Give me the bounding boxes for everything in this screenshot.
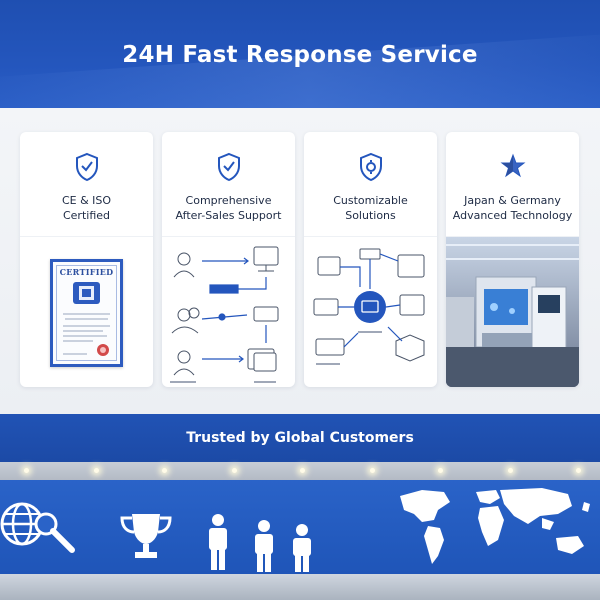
card-title-line2: Certified: [62, 209, 111, 222]
floor: [0, 574, 600, 600]
people-icon: [209, 514, 311, 572]
card-advanced-tech: Japan & Germany Advanced Technology: [446, 132, 579, 387]
bottom-wall: [0, 480, 600, 574]
shield-check-icon: [217, 152, 240, 182]
certificate-heading: CERTIFIED: [59, 267, 114, 277]
shield-gear-icon: [359, 152, 382, 182]
card-title-line1: Japan & Germany: [464, 194, 561, 207]
banner-title: 24H Fast Response Service: [122, 42, 478, 68]
globe-search-icon: [0, 502, 75, 553]
card-title-line1: Comprehensive: [185, 194, 272, 207]
card-title-line2: Solutions: [345, 209, 396, 222]
features-section: CE & ISO Certified CERTIFIED: [0, 108, 600, 414]
card-after-sales: Comprehensive After-Sales Support: [162, 132, 295, 387]
certificate-image: CERTIFIED: [50, 259, 123, 367]
certificate-body-graphic: [63, 282, 110, 356]
ceiling-light-strip: [0, 462, 600, 480]
card-title-line2: After-Sales Support: [175, 209, 282, 222]
trust-title: Trusted by Global Customers: [186, 430, 414, 446]
card-ce-iso: CE & ISO Certified CERTIFIED: [20, 132, 153, 387]
card-title-line2: Advanced Technology: [452, 209, 573, 222]
trust-band: Trusted by Global Customers: [0, 414, 600, 462]
card-customizable: Customizable Solutions: [304, 132, 437, 387]
factory-machine-photo: [446, 237, 579, 387]
trophy-icon: [120, 514, 172, 558]
customization-diagram: [313, 248, 425, 365]
card-title-line1: Customizable: [333, 194, 408, 207]
support-flow-illustration: [170, 246, 279, 383]
shield-check-icon: [75, 152, 98, 182]
card-title-line1: CE & ISO: [61, 194, 112, 207]
top-banner: 24H Fast Response Service: [0, 0, 600, 108]
world-map-icon: [400, 488, 590, 564]
star-icon: [500, 153, 525, 178]
